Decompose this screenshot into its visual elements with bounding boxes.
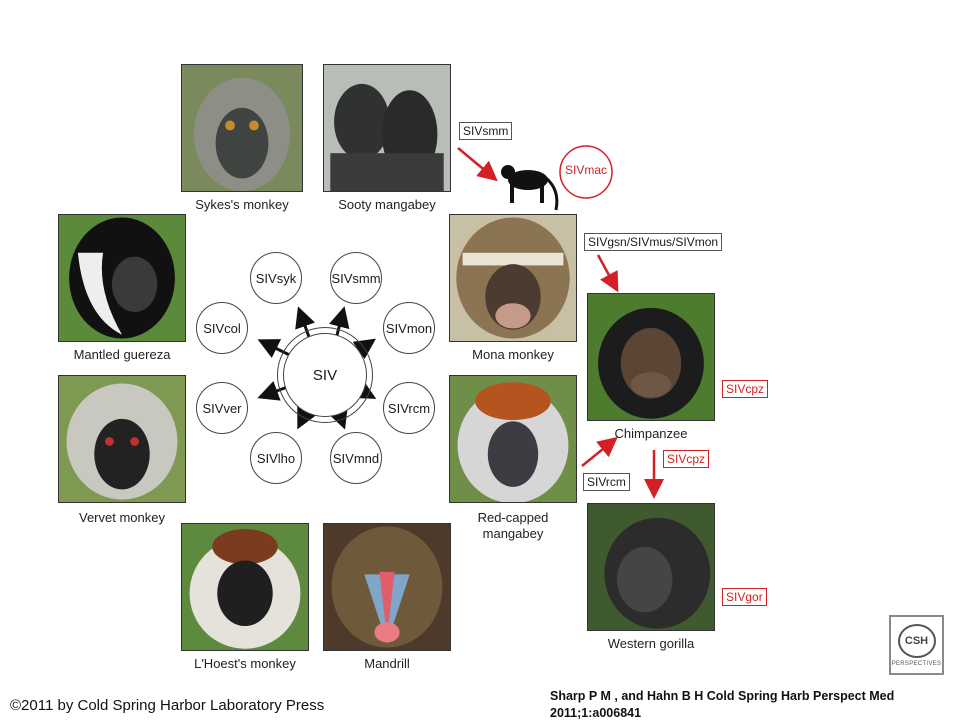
sooty-mangabey-photo: [323, 64, 451, 192]
arrow-rcm-to-chimp: [581, 436, 618, 467]
csh-perspectives-logo: CSH PERSPECTIVES: [889, 615, 944, 675]
virus-sivsyk: SIVsyk: [250, 252, 302, 304]
label-sivrcm-transmission: SIVrcm: [583, 473, 630, 491]
mona-monkey-photo: [449, 214, 577, 342]
mandrill-photo: [323, 523, 451, 651]
red-capped-mangabey-photo: [449, 375, 577, 503]
citation-line1: Sharp P M , and Hahn B H Cold Spring Har…: [550, 689, 895, 703]
label-sivmac: SIVmac: [564, 163, 607, 177]
virus-sivcol: SIVcol: [196, 302, 248, 354]
csh-logo-sub: PERSPECTIVES: [891, 660, 942, 667]
caption-mona-monkey: Mona monkey: [472, 347, 554, 362]
label-sivgsn-mus-mon: SIVgsn/SIVmus/SIVmon: [584, 233, 723, 251]
caption-sooty-mangabey: Sooty mangabey: [338, 197, 436, 212]
chimpanzee-photo: [587, 293, 715, 421]
macaque-silhouette: [501, 165, 559, 211]
lhoest-monkey-photo: [181, 523, 309, 651]
label-sivcpz-arrow: SIVcpz: [663, 450, 710, 468]
sykes-monkey-photo: [181, 64, 303, 192]
caption-lhoest-monkey: L'Hoest's monkey: [194, 656, 296, 671]
virus-sivmnd: SIVmnd: [330, 432, 382, 484]
siv-center-ring: [277, 327, 373, 423]
virus-sivrcm: SIVrcm: [383, 382, 435, 434]
virus-sivsmm: SIVsmm: [330, 252, 382, 304]
mantled-guereza-photo: [58, 214, 186, 342]
label-sivsmm-transmission: SIVsmm: [459, 122, 513, 140]
arrow-smm-to-mac: [457, 147, 498, 182]
virus-sivlho: SIVlho: [250, 432, 302, 484]
caption-mantled-guereza: Mantled guereza: [73, 347, 171, 362]
csh-logo-mark: CSH: [897, 623, 936, 658]
label-sivgor: SIVgor: [722, 588, 767, 606]
arrow-mona-to-chimp: [596, 254, 619, 293]
caption-vervet-monkey: Vervet monkey: [79, 510, 165, 525]
caption-western-gorilla: Western gorilla: [607, 636, 695, 651]
citation: Sharp P M , and Hahn B H Cold Spring Har…: [550, 688, 894, 722]
caption-sykes-monkey: Sykes's monkey: [195, 197, 289, 212]
vervet-monkey-photo: [58, 375, 186, 503]
citation-line2: 2011;1:a006841: [550, 706, 642, 720]
virus-sivver: SIVver: [196, 382, 248, 434]
siv-center: SIV: [283, 333, 367, 417]
copyright-text: ©2011 by Cold Spring Harbor Laboratory P…: [10, 697, 325, 714]
virus-sivmon: SIVmon: [383, 302, 435, 354]
western-gorilla-photo: [587, 503, 715, 631]
caption-chimpanzee: Chimpanzee: [614, 426, 688, 441]
caption-red-capped-mangabey: Red-capped mangabey: [477, 510, 549, 541]
label-sivcpz-chimp: SIVcpz: [722, 380, 769, 398]
caption-mandrill: Mandrill: [364, 656, 410, 671]
